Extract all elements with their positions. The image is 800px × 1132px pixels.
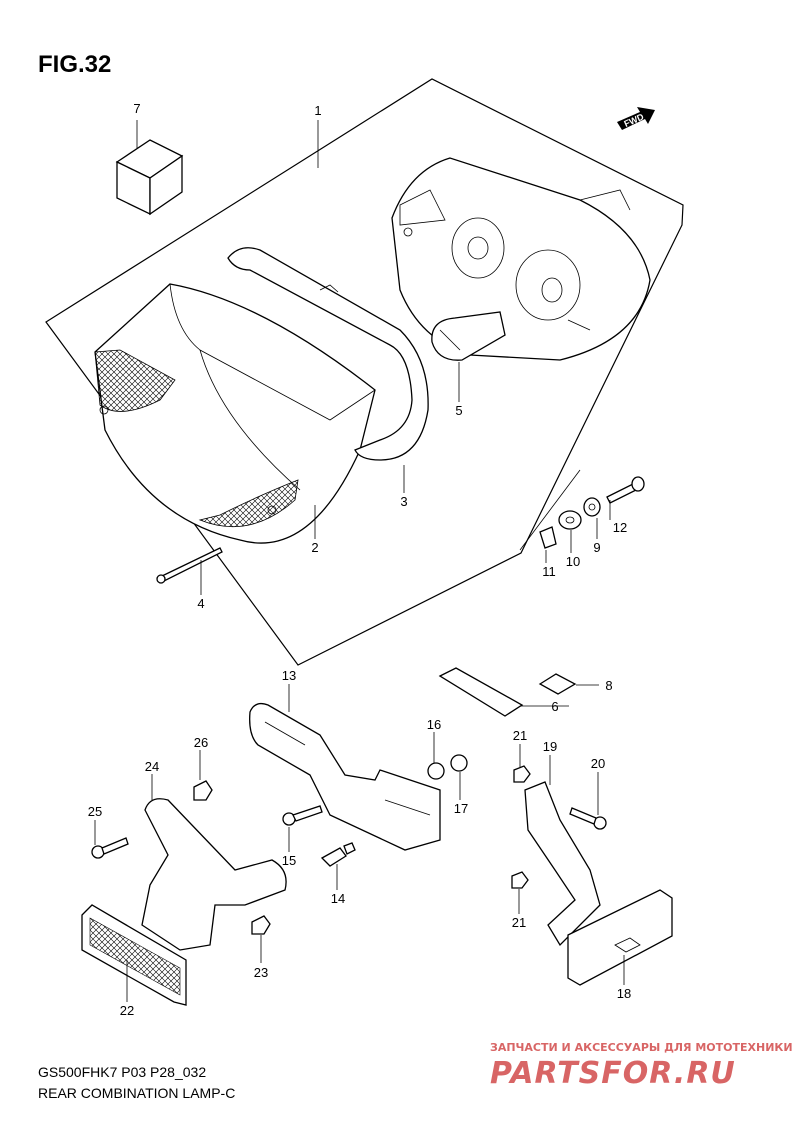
part-15-screw [282, 805, 323, 826]
part-1-housing [391, 157, 651, 361]
assembly-frame-outline [45, 78, 684, 666]
diagram-code: GS500FHK7 P03 P28_032 [38, 1064, 206, 1080]
leader-lines [94, 120, 625, 1002]
part-17-nut [450, 754, 468, 772]
figure-title: FIG.32 [38, 51, 111, 78]
assembly-frame-inner-line [519, 469, 581, 551]
part-20-screw [569, 807, 607, 830]
callout-21-top: 21 [513, 728, 527, 743]
part-6-pad [438, 667, 524, 717]
callout-4: 4 [197, 596, 204, 611]
callout-17: 17 [454, 801, 468, 816]
callout-26: 26 [194, 735, 208, 750]
callout-13: 13 [282, 668, 296, 683]
watermark-logo: PARTSFOR.RU [490, 1056, 736, 1091]
part-21-nut-bottom [511, 871, 529, 889]
part-14-fastener [320, 842, 356, 867]
part-7-box [115, 139, 184, 216]
part-23-nut [251, 915, 271, 935]
callout-6: 6 [551, 699, 558, 714]
callout-1: 1 [314, 103, 321, 118]
fwd-label: FWD [622, 111, 645, 129]
part-11-collar [539, 526, 557, 549]
part-25-screw [91, 837, 129, 859]
callout-16: 16 [427, 717, 441, 732]
part-4-screw [156, 547, 223, 584]
part-3-gasket [227, 247, 429, 461]
callout-19: 19 [543, 739, 557, 754]
part-26-nut [193, 780, 213, 801]
callout-8: 8 [605, 678, 612, 693]
part-2-lens [94, 283, 376, 544]
part-10-grommet [558, 510, 582, 530]
callout-10: 10 [566, 554, 580, 569]
part-8-pad [538, 673, 577, 695]
forward-direction-arrow-icon: FWD [617, 107, 655, 130]
part-16-washer [427, 762, 445, 780]
part-24-bracket [141, 798, 287, 951]
part-21-nut-top [513, 765, 531, 783]
callout-2: 2 [311, 540, 318, 555]
callout-21-bottom: 21 [512, 915, 526, 930]
part-12-bolt [606, 476, 645, 504]
part-13-bracket [249, 702, 441, 851]
callout-23: 23 [254, 965, 268, 980]
callout-15: 15 [282, 853, 296, 868]
callout-11: 11 [542, 564, 556, 579]
callout-5: 5 [455, 403, 462, 418]
watermark-tagline: ЗАПЧАСТИ И АКСЕССУАРЫ ДЛЯ МОТОТЕХНИКИ [490, 1041, 793, 1054]
callout-14: 14 [331, 891, 345, 906]
part-19-bracket [524, 781, 601, 947]
diagram-caption: REAR COMBINATION LAMP-C [38, 1085, 235, 1101]
part-22-reflector [81, 904, 187, 1006]
callout-22: 22 [120, 1003, 134, 1018]
part-18-reflector [567, 889, 673, 986]
part-9-washer [583, 497, 601, 517]
callout-18: 18 [617, 986, 631, 1001]
callout-20: 20 [591, 756, 605, 771]
callout-3: 3 [400, 494, 407, 509]
callout-24: 24 [145, 759, 159, 774]
callout-9: 9 [593, 540, 600, 555]
part-5-bulb [431, 311, 506, 361]
callout-12: 12 [613, 520, 627, 535]
callout-7: 7 [133, 101, 140, 116]
callout-25: 25 [88, 804, 102, 819]
